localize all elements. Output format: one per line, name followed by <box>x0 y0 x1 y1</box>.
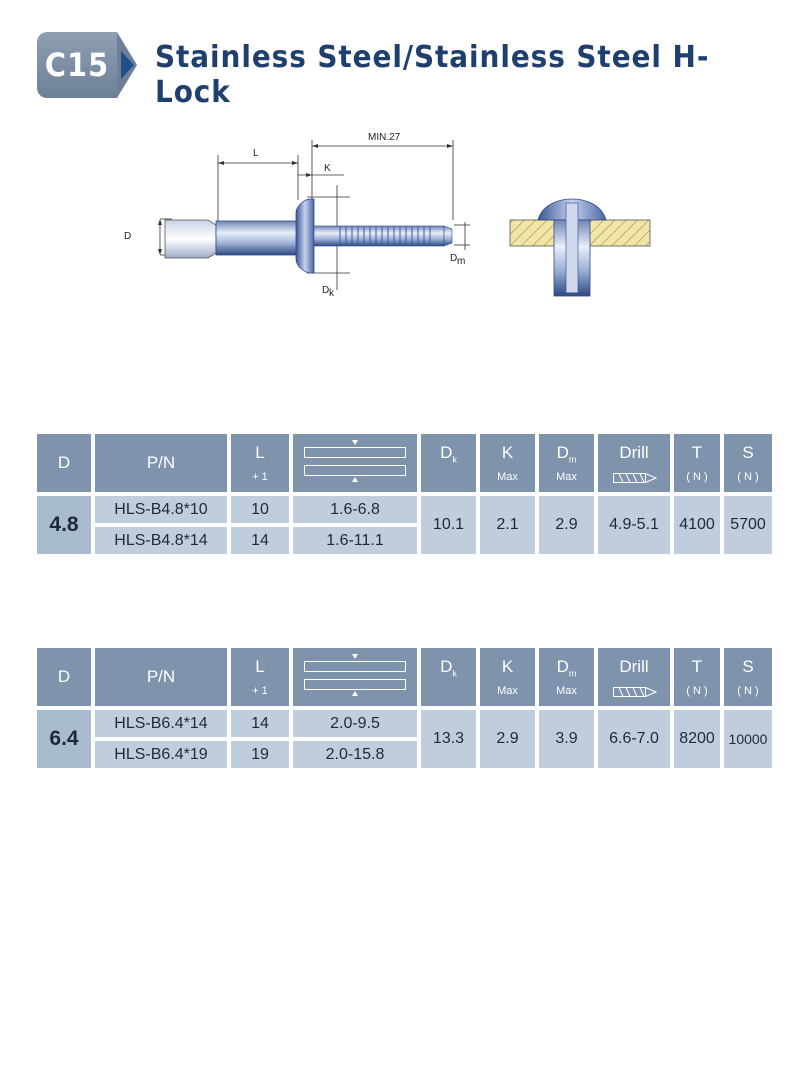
grip-range-icon <box>304 447 406 458</box>
k-value: 2.1 <box>480 496 535 554</box>
table-row-length: 10 <box>231 496 289 523</box>
table-row-grip: 1.6-11.1 <box>293 527 417 554</box>
table-row-length: 14 <box>231 710 289 737</box>
drill-value: 4.9-5.1 <box>598 496 670 554</box>
section-code-badge: C15 <box>37 32 117 98</box>
table-row-length: 14 <box>231 527 289 554</box>
grip-range-icon <box>304 679 406 690</box>
dim-label-min: MIN.27 <box>368 132 401 143</box>
col-header-D: D <box>37 648 91 706</box>
col-header-T: T( N ) <box>674 648 720 706</box>
shear-value: 5700 <box>724 496 772 554</box>
arrow-down-icon <box>352 654 358 659</box>
tensile-value: 4100 <box>674 496 720 554</box>
dm-value: 3.9 <box>539 710 594 768</box>
grip-range-icon <box>304 661 406 672</box>
col-header-Dk: Dk <box>421 434 476 492</box>
arrow-down-icon <box>352 440 358 445</box>
col-header-Dk: Dk <box>421 648 476 706</box>
col-header-L: L+ 1 <box>231 434 289 492</box>
table-row-pn: HLS-B6.4*19 <box>95 741 227 768</box>
col-header-D: D <box>37 434 91 492</box>
table-row-length: 19 <box>231 741 289 768</box>
col-header-grip <box>293 434 417 492</box>
diameter-value: 6.4 <box>37 710 91 768</box>
drill-bit-icon <box>613 687 657 697</box>
page-title: Stainless Steel/Stainless Steel H-Lock <box>155 40 710 110</box>
arrow-up-icon <box>352 691 358 696</box>
arrow-up-icon <box>352 477 358 482</box>
col-header-T: T( N ) <box>674 434 720 492</box>
col-header-grip <box>293 648 417 706</box>
table-row-pn: HLS-B4.8*14 <box>95 527 227 554</box>
dm-value: 2.9 <box>539 496 594 554</box>
dim-label-Dk: D <box>322 285 329 296</box>
grip-range-icon <box>304 465 406 476</box>
col-header-L: L+ 1 <box>231 648 289 706</box>
dim-label-K: K <box>324 163 331 174</box>
diameter-value: 4.8 <box>37 496 91 554</box>
table-row-pn: HLS-B6.4*14 <box>95 710 227 737</box>
tensile-value: 8200 <box>674 710 720 768</box>
dim-label-L: L <box>253 148 259 159</box>
col-header-drill: Drill <box>598 648 670 706</box>
col-header-pn: P/N <box>95 434 227 492</box>
dim-label-D: D <box>124 231 131 242</box>
col-header-S: S( N ) <box>724 434 772 492</box>
k-value: 2.9 <box>480 710 535 768</box>
svg-text:m: m <box>457 256 465 267</box>
shear-value: 10000 <box>724 710 772 768</box>
svg-text:k: k <box>329 288 335 299</box>
badge-arrow-icon <box>121 51 134 79</box>
col-header-pn: P/N <box>95 648 227 706</box>
rivet-diagram: L MIN.27 K D D k D m <box>110 125 670 310</box>
drill-value: 6.6-7.0 <box>598 710 670 768</box>
col-header-S: S( N ) <box>724 648 772 706</box>
table-row-pn: HLS-B4.8*10 <box>95 496 227 523</box>
table-row-grip: 1.6-6.8 <box>293 496 417 523</box>
dk-value: 10.1 <box>421 496 476 554</box>
dim-label-Dm: D <box>450 253 457 264</box>
drill-bit-icon <box>613 473 657 483</box>
col-header-drill: Drill <box>598 434 670 492</box>
dk-value: 13.3 <box>421 710 476 768</box>
rivet-drawing: L MIN.27 K D D k D m <box>124 132 651 299</box>
table-row-grip: 2.0-15.8 <box>293 741 417 768</box>
table-row-grip: 2.0-9.5 <box>293 710 417 737</box>
